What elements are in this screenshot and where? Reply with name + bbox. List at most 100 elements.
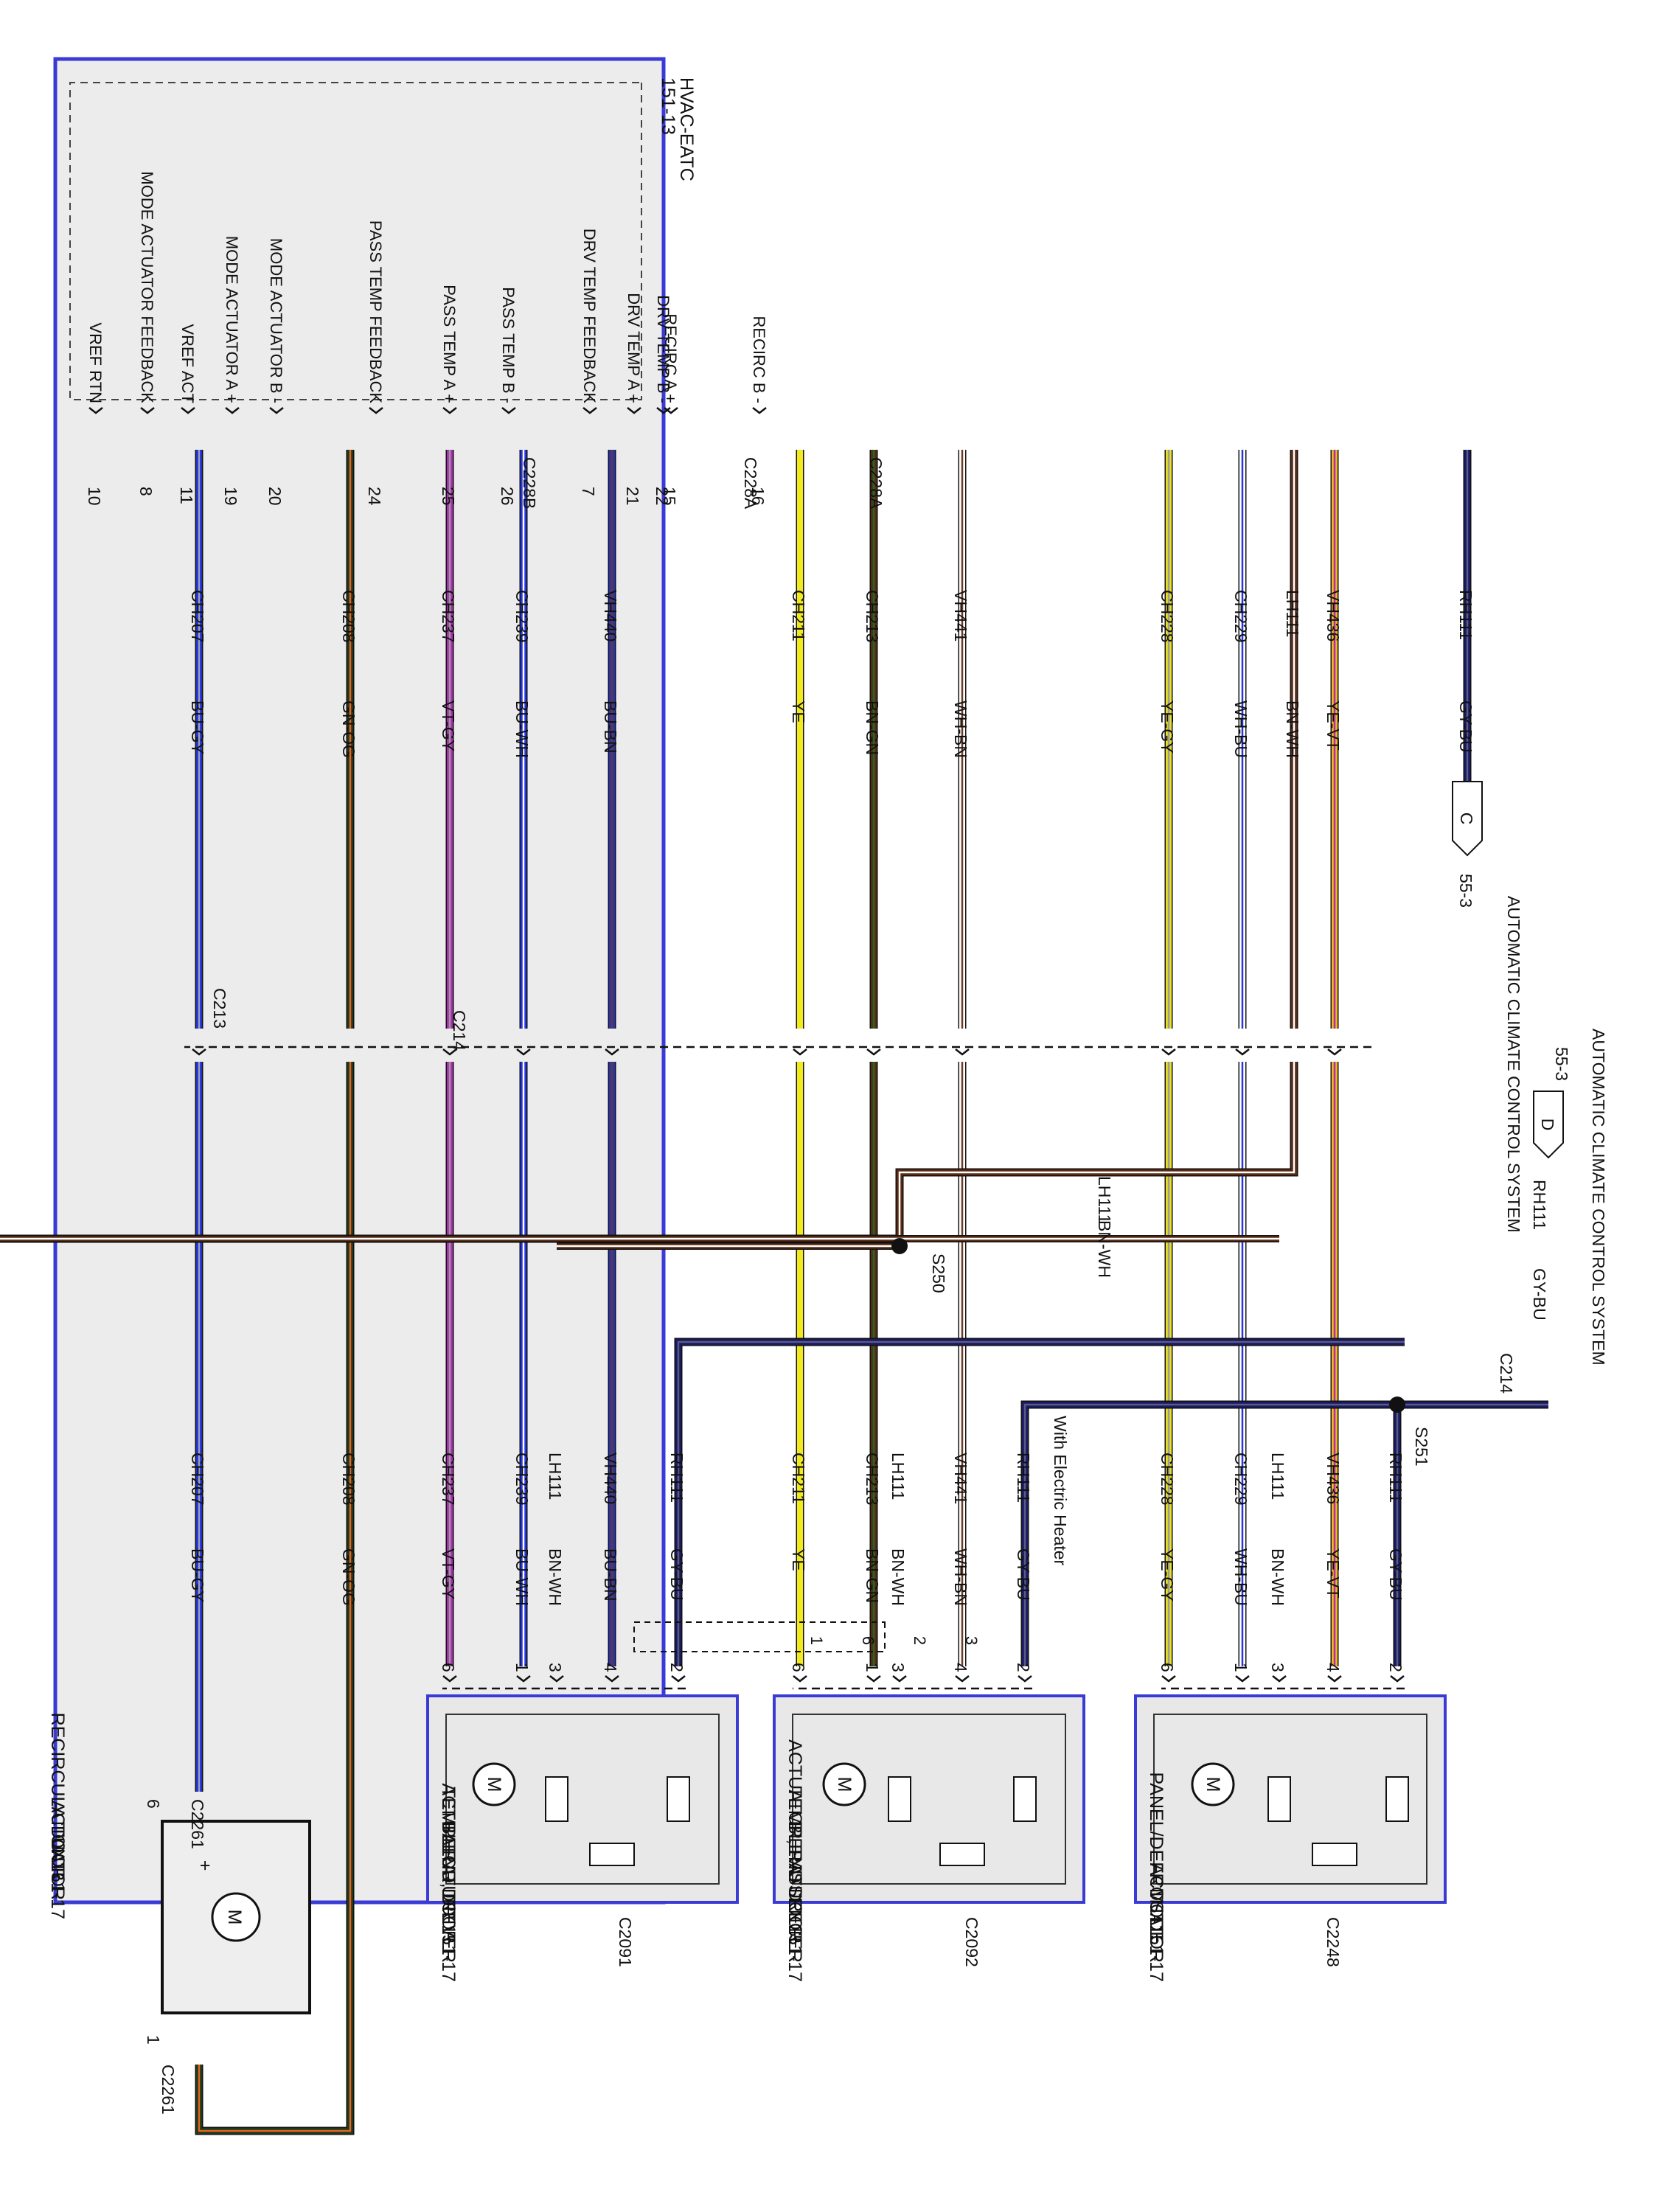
passenger-alt-pin-box bbox=[633, 1621, 886, 1652]
passenger-actuator-pin-number-0: 6 bbox=[789, 1663, 808, 1672]
passenger-lower-color-4: GY-BU bbox=[1014, 1548, 1033, 1601]
mode-actuator-pin-1 bbox=[1235, 1675, 1250, 1683]
recirc-connector-bottom: C2261 bbox=[159, 2065, 178, 2115]
mode-lower-color-4: GY-BU bbox=[1386, 1548, 1405, 1601]
module-pin-10 bbox=[181, 407, 195, 414]
recirc-title-1: DOOR bbox=[47, 1826, 68, 1881]
acc-ref-d-circuit: RH111 bbox=[1530, 1180, 1549, 1230]
passenger-actuator-pin-number-1: 1 bbox=[863, 1663, 882, 1672]
c214-pin-2 bbox=[516, 1048, 531, 1056]
passenger-actuator-pin-number-2: 3 bbox=[888, 1663, 908, 1672]
wire-ch208-lower bbox=[195, 1062, 355, 2135]
signal-label-8: MODE ACTUATOR B - bbox=[267, 238, 285, 403]
acc-ref-d-page: 55-3 bbox=[1552, 1047, 1571, 1081]
electric-heater-note: With Electric Heater bbox=[1051, 1416, 1070, 1566]
passenger-lower-circuit-3: VH441 bbox=[951, 1453, 970, 1504]
circuit-label-4: VH440 bbox=[601, 590, 620, 641]
circuit-label-5: CH211 bbox=[789, 590, 808, 641]
recirc-pin-top: 6 bbox=[144, 1799, 163, 1809]
module-pin-number-3: 21 bbox=[623, 487, 642, 506]
mode-lower-color-0: YE-GY bbox=[1158, 1548, 1177, 1601]
module-pin-number-1: 15 bbox=[660, 487, 679, 506]
signal-label-4: DRV TEMP FEEDBACK bbox=[580, 229, 599, 404]
mode-actuator-connector-label: C2248 bbox=[1324, 1917, 1343, 1967]
acc-ref-c-system: AUTOMATIC CLIMATE CONTROL SYSTEM bbox=[1504, 896, 1523, 1233]
mode-actuator-pin-number-2: 3 bbox=[1268, 1663, 1287, 1672]
passenger-actuator-title-0: TEMPERATURE bbox=[785, 1787, 805, 1924]
module-pin-number-7: 24 bbox=[365, 487, 384, 506]
mode-actuator-motor-label: M bbox=[1203, 1777, 1223, 1792]
module-pin-number-9: 19 bbox=[221, 487, 240, 506]
circuit-label-2: CH237 bbox=[439, 590, 458, 643]
acc-ref-c-flag bbox=[1452, 781, 1483, 857]
signal-label-12: VREF RTN bbox=[86, 322, 105, 403]
circuit-label-1: CH208 bbox=[339, 590, 358, 643]
passenger-actuator-pot-wiper bbox=[939, 1843, 985, 1866]
color-label-5: YE bbox=[789, 700, 808, 723]
passenger-lower-circuit-4: RH111 bbox=[1014, 1453, 1033, 1503]
signal-label-11: MODE ACTUATOR FEEDBACK bbox=[138, 171, 156, 403]
c214-pin-4 bbox=[793, 1048, 807, 1056]
acc-ref-d-letter: D bbox=[1538, 1119, 1557, 1131]
passenger-actuator-pin-1 bbox=[866, 1675, 881, 1683]
color-label-11: YE-VT bbox=[1324, 700, 1343, 751]
driver-lower-color-2: BN-WH bbox=[546, 1548, 565, 1606]
mode-lower-color-2: BN-WH bbox=[1268, 1548, 1287, 1606]
mode-actuator-motor bbox=[1191, 1762, 1235, 1806]
mode-actuator-pin-number-1: 1 bbox=[1231, 1663, 1251, 1672]
acc-ref-d-color: GY-BU bbox=[1530, 1268, 1549, 1321]
passenger-actuator bbox=[773, 1694, 1085, 1904]
passenger-actuator-pot-b bbox=[1013, 1776, 1037, 1822]
signal-label-2: DRV TEMP B - bbox=[654, 295, 672, 403]
connector-c214: C214 bbox=[450, 1010, 469, 1051]
recirc-lower-color-1: GN-OG bbox=[339, 1548, 358, 1606]
mode-lower-circuit-2: LH111 bbox=[1268, 1453, 1287, 1500]
color-label-6: BN-GN bbox=[863, 700, 882, 755]
c214-pin-7 bbox=[1161, 1048, 1176, 1056]
driver-actuator-pin-2 bbox=[549, 1675, 564, 1683]
c214-pin-5 bbox=[866, 1048, 881, 1056]
acc-ref-d-connector: C214 bbox=[1497, 1353, 1516, 1394]
passenger-actuator-pot-a bbox=[888, 1776, 911, 1822]
color-label-8: YE-GY bbox=[1158, 700, 1177, 754]
passenger-actuator-pin-number-4: 2 bbox=[1014, 1663, 1033, 1672]
passenger-alt-pin-0: 1 bbox=[807, 1636, 826, 1645]
circuit-label-6: CH213 bbox=[863, 590, 882, 643]
signal-label-1: RECIRC A + bbox=[661, 313, 680, 403]
c214-pin-3 bbox=[605, 1048, 619, 1056]
circuit-label-9: CH229 bbox=[1231, 590, 1251, 643]
mode-actuator-pin-2 bbox=[1272, 1675, 1287, 1683]
passenger-actuator-connector-label: C2092 bbox=[962, 1917, 981, 1967]
passenger-lower-color-3: WH-BN bbox=[951, 1548, 970, 1606]
wire-rh111-passenger bbox=[1020, 1400, 1397, 1666]
module-name: HVAC-EATC bbox=[676, 77, 697, 181]
signal-label-7: PASS TEMP FEEDBACK bbox=[366, 220, 385, 404]
driver-lower-color-0: VT-GY bbox=[439, 1548, 458, 1599]
module-inner-border bbox=[69, 82, 642, 400]
recirc-motor bbox=[211, 1892, 261, 1942]
mode-actuator-pin-number-3: 4 bbox=[1324, 1663, 1343, 1672]
driver-actuator-pot-b bbox=[667, 1776, 690, 1822]
mode-actuator-pot-wiper bbox=[1312, 1843, 1357, 1866]
color-label-10: BN-WH bbox=[1283, 700, 1302, 758]
passenger-alt-pin-3: 3 bbox=[962, 1636, 981, 1645]
mode-lower-circuit-4: RH111 bbox=[1386, 1453, 1405, 1503]
passenger-actuator-pin-4 bbox=[1018, 1675, 1032, 1683]
module-pin-number-8: 20 bbox=[265, 487, 285, 506]
passenger-actuator-pin-2 bbox=[892, 1675, 907, 1683]
module-pin-number-2: 22 bbox=[653, 487, 672, 506]
color-label-3: BU-WH bbox=[512, 700, 532, 758]
module-pin-4 bbox=[582, 407, 597, 414]
driver-actuator-pin-number-3: 4 bbox=[601, 1663, 620, 1672]
c214-pin-9 bbox=[1327, 1048, 1342, 1056]
driver-actuator-title-2: ACTUATOR, DRIVER bbox=[438, 1783, 459, 1963]
driver-actuator-pin-number-1: 1 bbox=[512, 1663, 532, 1672]
passenger-actuator-pin-3 bbox=[955, 1675, 970, 1683]
wire-rh111-driver bbox=[674, 1338, 1405, 1666]
s250-splice bbox=[891, 1238, 908, 1254]
driver-actuator bbox=[426, 1694, 739, 1904]
driver-actuator-title-0: TEMPERATURE bbox=[438, 1787, 459, 1924]
module-page: 151-13 bbox=[658, 77, 678, 135]
s250-label: S250 bbox=[929, 1253, 948, 1293]
module-pin-2 bbox=[656, 407, 671, 414]
